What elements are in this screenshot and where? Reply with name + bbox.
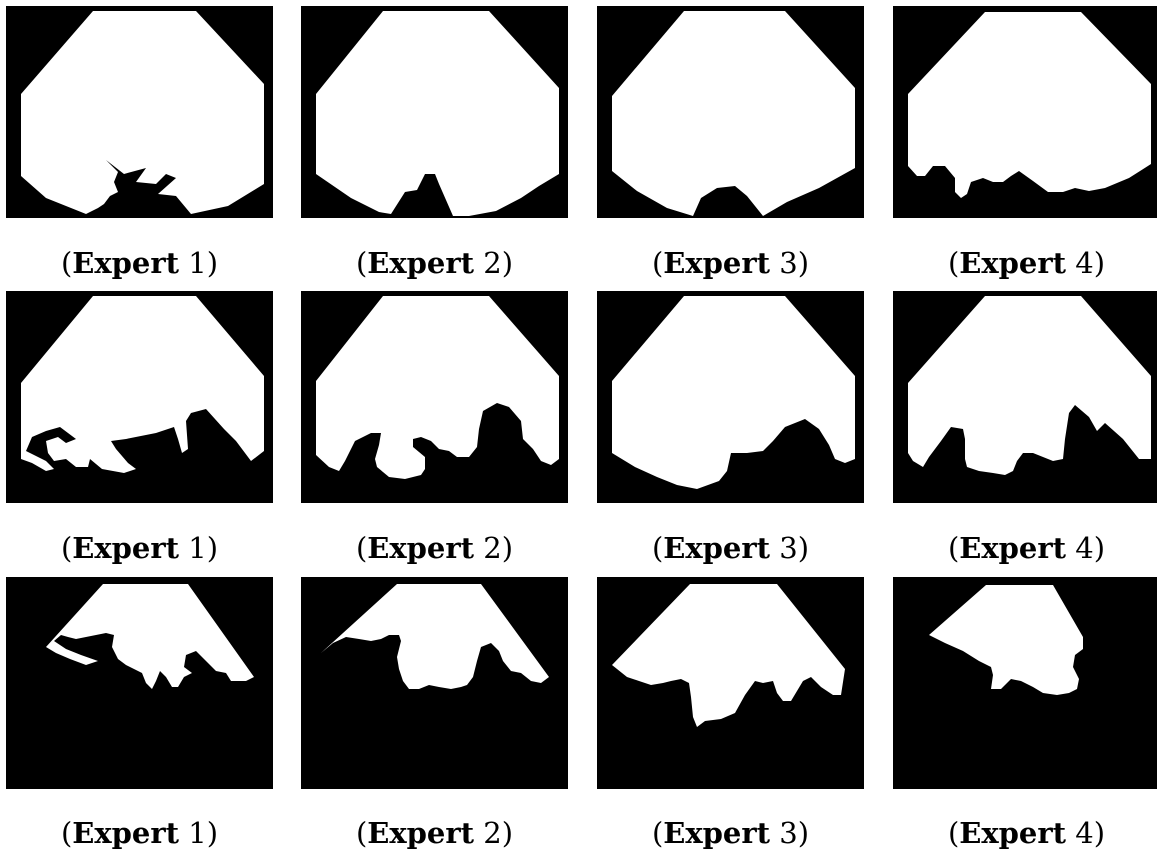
mask-row3-expert4 [893,577,1157,789]
mask-row2-expert2 [301,291,568,503]
caption-row2-expert2: (Expert 2) [301,531,568,565]
caption-row3-expert4: (Expert 4) [893,816,1157,850]
mask-row1-expert1 [6,6,273,218]
mask-row3-expert1 [6,577,273,789]
mask-row2-expert1 [6,291,273,503]
caption-row2-expert4: (Expert 4) [893,531,1157,565]
mask-row2-expert3 [597,291,864,503]
caption-row3-expert2: (Expert 2) [301,816,568,850]
caption-row1-expert3: (Expert 3) [597,246,864,280]
mask-row1-expert3 [597,6,864,218]
caption-row2-expert1: (Expert 1) [6,531,273,565]
caption-row2-expert3: (Expert 3) [597,531,864,565]
caption-row1-expert2: (Expert 2) [301,246,568,280]
mask-row1-expert4 [893,6,1157,218]
mask-row2-expert4 [893,291,1157,503]
caption-row1-expert1: (Expert 1) [6,246,273,280]
caption-row1-expert4: (Expert 4) [893,246,1157,280]
mask-row3-expert3 [597,577,864,789]
caption-row3-expert1: (Expert 1) [6,816,273,850]
mask-row3-expert2 [301,577,568,789]
mask-row1-expert2 [301,6,568,218]
caption-row3-expert3: (Expert 3) [597,816,864,850]
